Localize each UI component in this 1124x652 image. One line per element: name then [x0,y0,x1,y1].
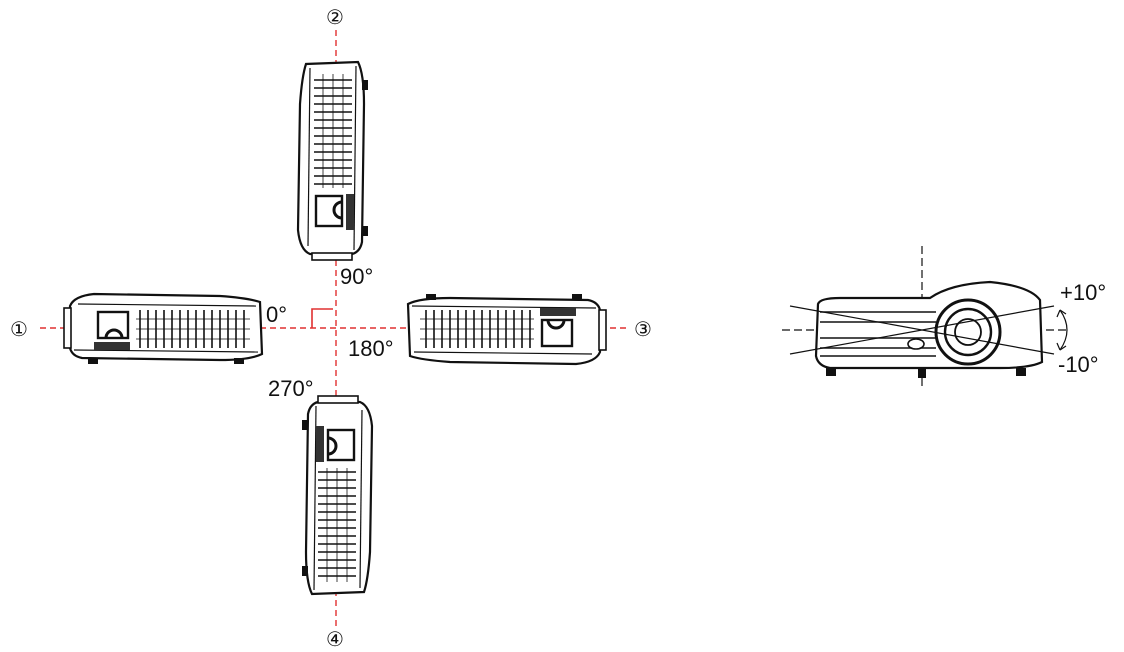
projector-position-1 [62,292,264,366]
angle-label-180: 180° [348,336,394,361]
angle-label-0: 0° [266,302,287,327]
projector-front-view [814,280,1044,378]
projector-position-3 [406,292,608,366]
position-marker-1: ① [10,317,28,341]
tilt-label-up: +10° [1060,280,1106,305]
position-marker-3: ③ [634,317,652,341]
position-marker-2: ② [326,5,344,29]
angle-label-270: 270° [268,376,314,401]
angle-marker [311,308,333,328]
tilt-diagram [782,246,1070,386]
projector-position-4 [300,394,374,596]
angle-label-90: 90° [340,264,373,289]
projector-position-2 [296,60,370,262]
tilt-label-down: -10° [1058,352,1099,377]
position-marker-4: ④ [326,627,344,651]
